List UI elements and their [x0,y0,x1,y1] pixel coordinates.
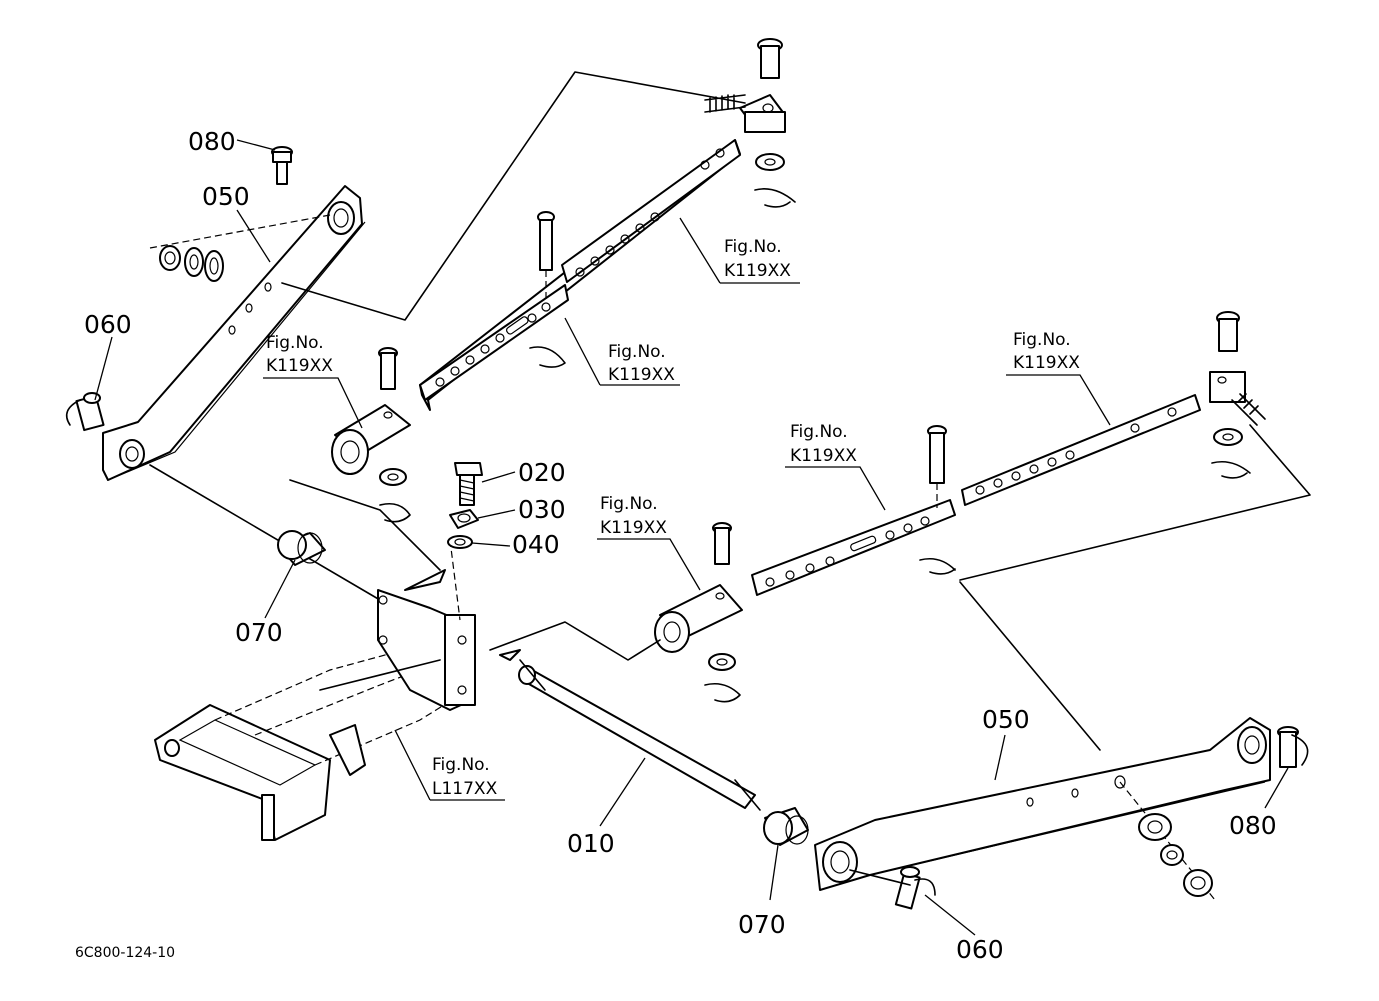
fig-ref-6-line1: Fig.No. [600,494,658,514]
assembly-lines-right [849,424,1311,886]
part-label-070-right: 070 [738,910,786,939]
cross-shaft-010 [489,621,761,811]
lynch-pin-060-right [894,866,936,910]
fig-ref-3-line1: Fig.No. [266,333,324,353]
part-label-060-left: 060 [84,310,132,339]
washers-nut-right [1119,781,1216,901]
part-label-030: 030 [518,495,566,524]
part-label-020: 020 [518,458,566,487]
fig-ref-1-line1: Fig.No. [724,237,782,257]
fig-ref-5-line1: Fig.No. [790,422,848,442]
part-label-050-right: 050 [982,705,1030,734]
part-label-040: 040 [512,530,560,559]
leader-lines [94,139,1289,936]
assembly-lines-left [149,71,746,601]
fig-ref-7-line2: L117XX [432,779,498,799]
nut-washers-left [149,214,331,282]
fig-ref-6-line2: K119XX [600,518,667,538]
collar-070-left [277,530,326,566]
part-label-050-left: 050 [202,182,250,211]
fig-ref-2-line1: Fig.No. [608,342,666,362]
pin-080-left [271,146,293,185]
bolt-nut-washer [447,462,483,549]
bracket-frame [154,539,476,841]
fig-ref-4-line2: K119XX [1013,353,1080,373]
lower-link-right [814,717,1271,891]
fig-ref-3-line2: K119XX [266,356,333,376]
part-label-080-right: 080 [1229,811,1277,840]
lower-link-left [102,185,366,481]
pin-080-right [1277,726,1309,768]
part-label-070-left: 070 [235,618,283,647]
fig-ref-1-line2: K119XX [724,261,791,281]
fig-ref-7-line1: Fig.No. [432,755,490,775]
fig-ref-4-line1: Fig.No. [1013,330,1071,350]
figure-references: Fig.No. K119XX Fig.No. K119XX Fig.No. K1… [266,237,1080,799]
fig-ref-5-line2: K119XX [790,446,857,466]
turnbuckle-end-right [1209,311,1266,479]
turnbuckle-end-top [704,38,796,208]
clevis-upper-left [331,347,411,523]
collar-070-right [763,807,809,846]
part-label-060-right: 060 [956,935,1004,964]
part-label-080-left: 080 [188,127,236,156]
part-label-010: 010 [567,829,615,858]
drawing-code: 6C800-124-10 [75,945,175,961]
check-chain-upper-left [419,139,741,411]
part-number-labels: 080 050 060 020 030 040 070 010 070 050 … [84,127,1277,964]
lynch-pin-060-left [65,392,105,432]
fig-ref-2-line2: K119XX [608,365,675,385]
check-chain-right [751,394,1201,596]
clevis-right-middle [654,522,743,703]
